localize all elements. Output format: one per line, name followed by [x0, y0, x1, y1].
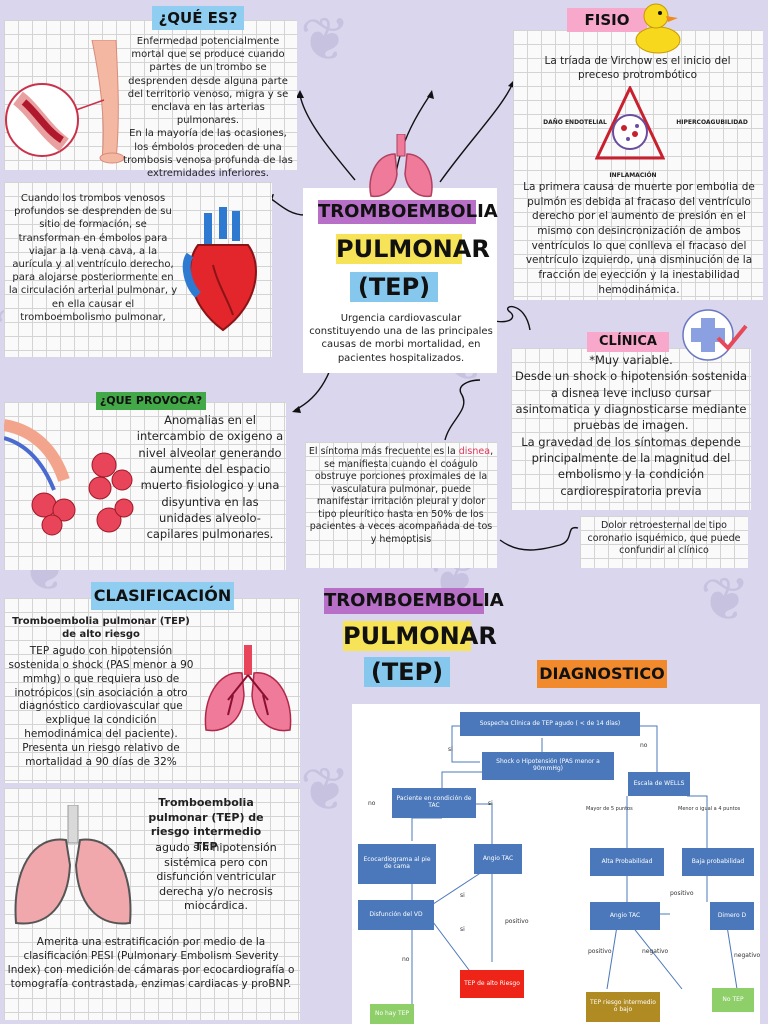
lungs-pink-icon [14, 805, 132, 925]
fc-alta: Alta Probabilidad [590, 848, 664, 876]
trombos-text: Cuando los trombos venosos profundos se … [8, 193, 178, 323]
alto-riesgo-text: TEP agudo con hipotensión sostenida o sh… [8, 645, 194, 768]
fc-baja: Baja probabilidad [682, 848, 754, 876]
fc-label: positivo [670, 890, 694, 897]
fc-wells: Escala de WELLS [628, 772, 690, 796]
fc-label: negativo [734, 952, 761, 959]
fc-disfuncion: Disfunción del VD [358, 900, 434, 930]
fc-no-tep1: No hay TEP [370, 1004, 414, 1024]
alveoli-illustration [4, 419, 134, 536]
fc-angio2: Angio TAC [590, 902, 660, 930]
fc-tep-intermedio: TEP riesgo intermedio o bajo [586, 992, 660, 1022]
fc-label: positivo [588, 948, 612, 955]
diagnostico-tag: DIAGNOSTICO [537, 660, 667, 688]
clasificacion-tag: CLASIFICACIÓN [91, 582, 234, 610]
center-title-line3: (TEP) [350, 272, 438, 302]
triad-inflammation: INFLAMACIÓN [609, 172, 657, 179]
sintoma-card [305, 442, 497, 568]
medical-cross-icon [682, 309, 748, 361]
fc-sospecha: Sospecha Clínica de TEP agudo ( < de 14 … [460, 712, 640, 736]
fc-label: si [488, 800, 493, 807]
leaf-decoration: ❦ [300, 755, 351, 825]
center-title-line1: TROMBOEMBOLIA [318, 200, 498, 224]
leaf-decoration: ❦ [300, 5, 351, 75]
sintoma-text: El síntoma más frecuente es la disnea, s… [308, 446, 494, 545]
intermedio-text: agudo sin hipotensión sistémica pero con… [155, 841, 277, 913]
que-es-text: Enfermedad potencialmente mortal que se … [123, 36, 293, 179]
fc-label: si [448, 746, 453, 753]
fc-label: negativo [642, 948, 669, 955]
clasificacion-alto-card [4, 598, 300, 783]
intermedio-bottom-text: Amerita una estratificación por medio de… [7, 936, 295, 990]
fc-label: si [460, 892, 465, 899]
heart-illustration [182, 207, 257, 332]
rubber-duck-icon [635, 3, 681, 54]
fisio-tag: FISIO [567, 8, 647, 32]
que-es-tag: ¿QUÉ ES? [152, 6, 244, 30]
title2-line2: PULMONAR [343, 621, 497, 651]
fc-label: no [402, 956, 410, 963]
fc-label: Mayor de 5 puntos [586, 806, 633, 812]
fc-shock: Shock o Hipotensión (PAS menor a 90mmHg) [482, 752, 614, 780]
fc-dimero: Dimero D [710, 902, 754, 930]
lungs-icon [369, 134, 433, 198]
fc-tep-alto: TEP de alto Riesgo [460, 970, 524, 998]
fc-eco: Ecocardiograma al pie de cama [358, 844, 436, 884]
triad-endothelial: DAÑO ENDOTELIAL [543, 119, 607, 126]
fc-label: si [460, 926, 465, 933]
fisio-intro: La tríada de Virchow es el inicio del pr… [544, 55, 731, 81]
leaf-decoration: ❦ [700, 565, 751, 635]
alto-riesgo-title: Tromboembolia pulmonar (TEP) de alto rie… [12, 616, 190, 641]
fisio-card [513, 30, 763, 300]
fc-label: Menor o igual a 4 puntos [678, 806, 741, 812]
center-title-line2: PULMONAR [336, 234, 490, 264]
thrombosis-leg-illustration [5, 40, 124, 164]
lungs-red-icon [204, 645, 292, 732]
fc-condicion: Paciente en condición de TAC [392, 788, 476, 818]
intermedio-title: Tromboembolia pulmonar (TEP) de riesgo i… [148, 796, 264, 853]
title2-line3: (TEP) [364, 657, 450, 687]
center-text: Urgencia cardiovascular constituyendo un… [309, 313, 493, 364]
fc-label: positivo [505, 918, 529, 925]
fc-angio1: Angio TAC [474, 844, 522, 874]
dolor-card [580, 516, 748, 568]
triad-hypercoag: HIPERCOAGUBILIDAD [676, 119, 748, 126]
fc-label: no [640, 742, 648, 749]
virchow-triad-icon [595, 86, 665, 160]
clinica-card [511, 348, 751, 510]
provoca-text: Anomalias en el intercambio de oxigeno a… [136, 413, 284, 542]
sintoma-highlight: disnea [458, 446, 491, 457]
clinica-text: *Muy variable. Desde un shock o hipotens… [514, 353, 748, 498]
dolor-text: Dolor retroesternal de tipo coronario is… [587, 520, 741, 557]
title2-line1: TROMBOEMBOLIA [324, 588, 504, 614]
clinica-tag: CLÍNICA [587, 332, 669, 352]
provoca-tag: ¿QUE PROVOCA? [96, 392, 206, 410]
fc-no-tep2: No TEP [712, 988, 754, 1012]
fisio-text: La primera causa de muerte por embolia d… [523, 181, 755, 296]
fc-label: no [368, 800, 376, 807]
